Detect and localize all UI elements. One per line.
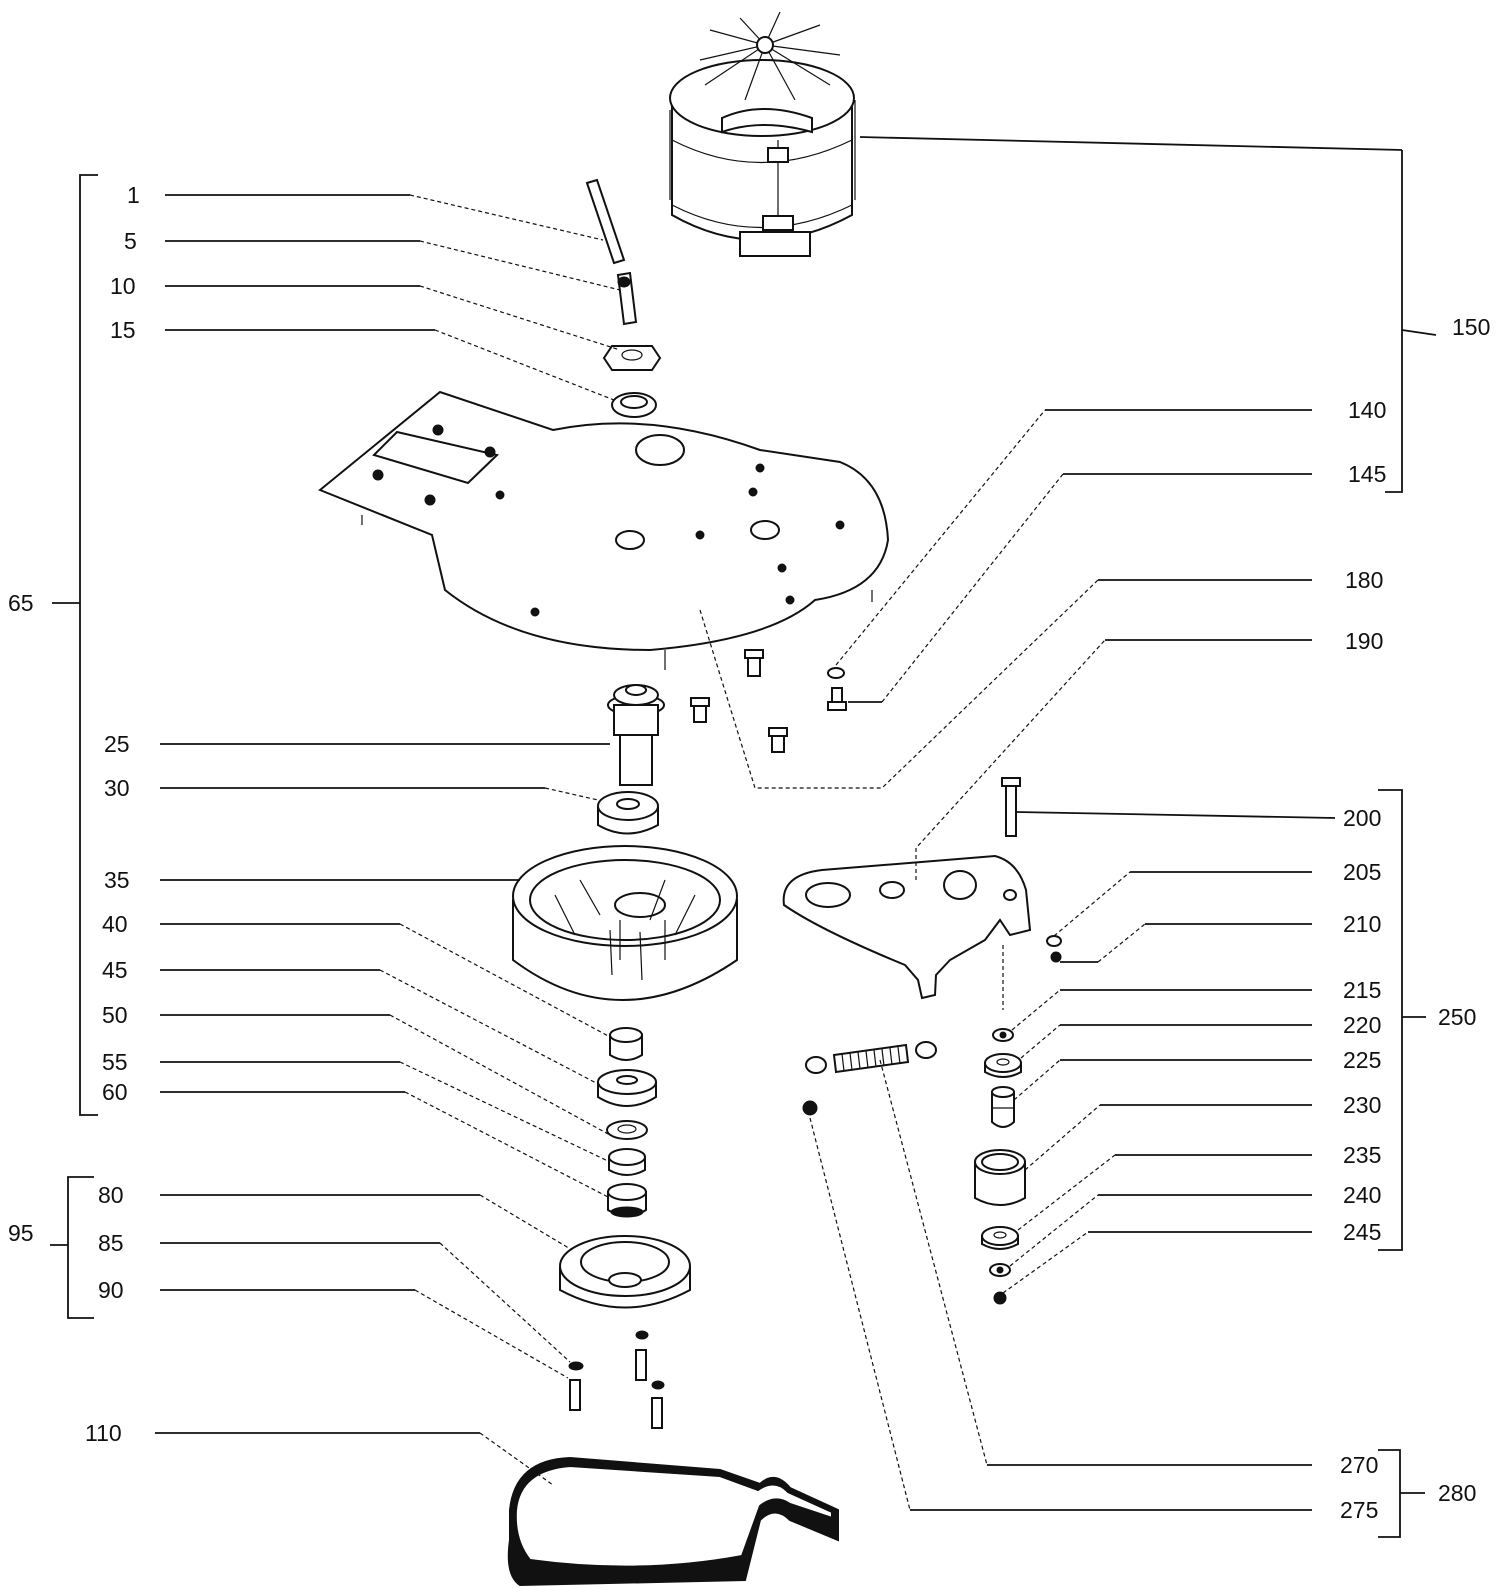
label-225: 225 <box>1343 1047 1381 1073</box>
sleeve-part-230 <box>974 1149 1026 1206</box>
label-45: 45 <box>102 957 128 983</box>
label-150: 150 <box>1452 314 1490 340</box>
base-plate <box>318 390 890 670</box>
bearing-part-60 <box>607 1183 647 1218</box>
label-40: 40 <box>102 911 128 937</box>
bushing-part-30 <box>597 791 659 835</box>
washer-part-220 <box>984 1053 1022 1078</box>
leader-lines <box>50 136 1437 1538</box>
nut-part-245 <box>993 1291 1007 1305</box>
small-fasteners <box>690 649 847 753</box>
roller-part-225 <box>991 1086 1015 1128</box>
label-85: 85 <box>98 1230 124 1256</box>
drum-part-35 <box>512 845 738 1001</box>
bracket-part-190 <box>782 854 1032 1000</box>
label-90: 90 <box>98 1277 124 1303</box>
flange-part-80 <box>559 1235 691 1309</box>
fasteners-85-90 <box>568 1330 665 1429</box>
label-180: 180 <box>1345 567 1383 593</box>
bolt-part-200 <box>1001 777 1021 837</box>
label-275: 275 <box>1340 1497 1378 1523</box>
label-235: 235 <box>1343 1142 1381 1168</box>
washer-part-45 <box>597 1069 657 1107</box>
label-220: 220 <box>1343 1012 1381 1038</box>
label-210: 210 <box>1343 911 1381 937</box>
part-labels: 1 5 10 15 25 30 35 40 45 50 55 60 65 80 … <box>8 182 1490 1523</box>
label-140: 140 <box>1348 397 1386 423</box>
label-95: 95 <box>8 1220 34 1246</box>
label-190: 190 <box>1345 628 1383 654</box>
label-230: 230 <box>1343 1092 1381 1118</box>
spring-part-270 <box>805 1041 937 1074</box>
ball-part-275 <box>802 1100 818 1116</box>
washer-part-15 <box>611 392 657 418</box>
label-65: 65 <box>8 590 34 616</box>
label-205: 205 <box>1343 859 1381 885</box>
washer-part-50 <box>606 1120 648 1140</box>
washer-part-215 <box>992 1028 1014 1042</box>
label-1: 1 <box>127 182 140 208</box>
nut-part-10 <box>602 345 662 371</box>
belt-part-110 <box>507 1456 839 1587</box>
label-50: 50 <box>102 1002 128 1028</box>
label-55: 55 <box>102 1049 128 1075</box>
label-5: 5 <box>124 228 137 254</box>
label-200: 200 <box>1343 805 1381 831</box>
label-35: 35 <box>104 867 130 893</box>
label-145: 145 <box>1348 461 1386 487</box>
label-80: 80 <box>98 1182 124 1208</box>
motor-part-150 <box>669 11 856 257</box>
washer-part-240 <box>989 1263 1011 1277</box>
label-110: 110 <box>85 1420 122 1446</box>
bushing-part-40 <box>609 1027 643 1061</box>
label-215: 215 <box>1343 977 1381 1003</box>
label-245: 245 <box>1343 1219 1381 1245</box>
label-250: 250 <box>1438 1004 1476 1030</box>
label-270: 270 <box>1340 1452 1378 1478</box>
label-25: 25 <box>104 731 130 757</box>
label-15: 15 <box>110 317 136 343</box>
washer-part-235 <box>981 1226 1019 1250</box>
label-30: 30 <box>104 775 130 801</box>
washers-205-210 <box>1046 935 1062 963</box>
shaft-part-25 <box>607 684 665 786</box>
label-240: 240 <box>1343 1182 1381 1208</box>
label-10: 10 <box>110 273 136 299</box>
pin-part-5 <box>616 271 638 326</box>
label-280: 280 <box>1438 1480 1476 1506</box>
rod-part-1 <box>585 178 626 265</box>
nut-part-55 <box>608 1148 646 1176</box>
label-60: 60 <box>102 1079 128 1105</box>
